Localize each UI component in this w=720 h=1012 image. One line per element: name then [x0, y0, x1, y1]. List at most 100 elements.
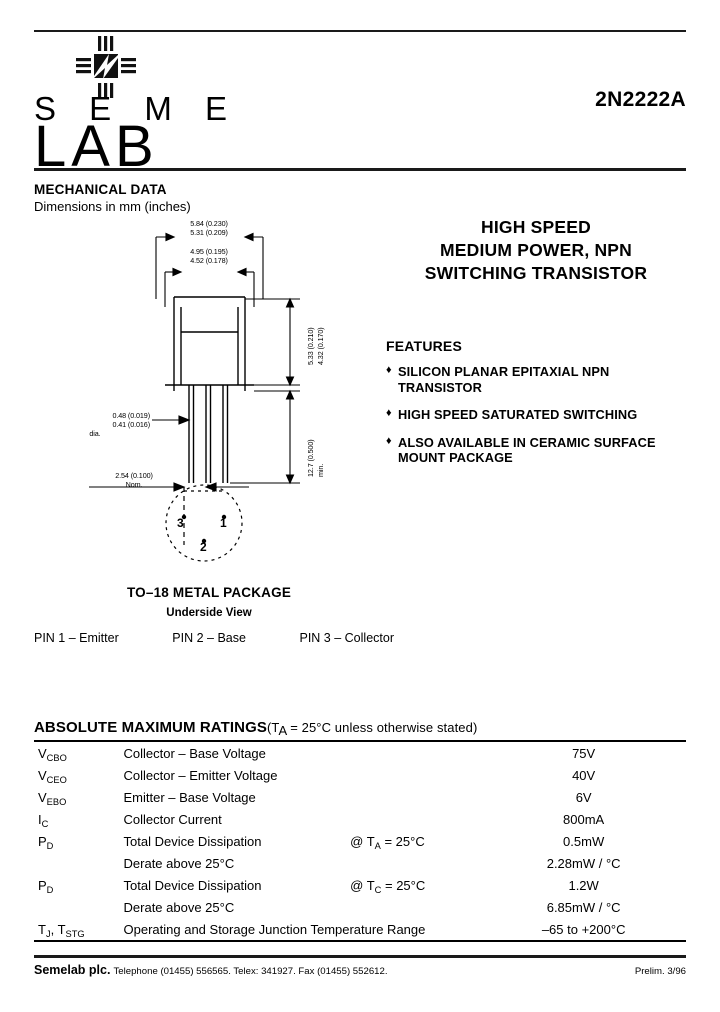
table-row: VEBO Emitter – Base Voltage 6V: [34, 786, 686, 808]
row-description: Collector Current: [123, 811, 222, 827]
table-row: PD Total Device Dissipation @ TA = 25°C …: [34, 830, 686, 852]
semelab-logo-mark-icon: [76, 36, 138, 98]
ratings-heading-cond-post: = 25°C unless otherwise stated): [286, 720, 478, 735]
dim-lead-dia-max: 0.48 (0.019): [112, 411, 150, 420]
package-label-block: TO–18 METAL PACKAGE Underside View: [34, 585, 384, 619]
ratings-table: VCBO Collector – Base Voltage 75V VCEO C…: [34, 740, 686, 942]
header-bottom-rule: [34, 168, 686, 171]
row-value: –65 to +200°C: [541, 921, 626, 937]
package-outline-drawing: 5.84 (0.230) 5.31 (0.209) 4.95 (0.195) 4…: [34, 215, 384, 585]
bullet-icon: ♦: [386, 434, 392, 447]
table-row: Derate above 25°C 6.85mW / °C: [34, 896, 686, 918]
ratings-heading-text: ABSOLUTE MAXIMUM RATINGS: [34, 719, 267, 736]
features-list: ♦ SILICON PLANAR EPITAXIAL NPN TRANSISTO…: [386, 364, 686, 478]
row-description: Emitter – Base Voltage: [123, 789, 256, 805]
row-condition: [350, 786, 481, 808]
pin-legend-item-1: PIN 1 – Emitter: [34, 631, 119, 645]
pin-legend: PIN 1 – Emitter PIN 2 – Base PIN 3 – Col…: [34, 631, 394, 645]
row-symbol: VEBO: [38, 789, 67, 807]
pin-legend-item-2: PIN 2 – Base: [172, 631, 246, 645]
row-value: 800mA: [563, 811, 605, 827]
row-description: Operating and Storage Junction Temperatu…: [123, 921, 426, 937]
table-row: Derate above 25°C 2.28mW / °C: [34, 852, 686, 874]
dim-body-height-min: 4.32 (0.170): [316, 327, 325, 365]
pin-number-2: 2: [200, 540, 207, 554]
row-description: Derate above 25°C: [123, 855, 235, 871]
logo-text-lab: LAB: [34, 114, 159, 179]
dim-lead-dia-min: 0.41 (0.016): [112, 420, 150, 429]
row-symbol: VCBO: [38, 745, 67, 763]
part-number: 2N2222A: [595, 88, 686, 111]
table-row: PD Total Device Dissipation @ TC = 25°C …: [34, 874, 686, 896]
feature-item: ♦ ALSO AVAILABLE IN CERAMIC SURFACE MOUN…: [386, 435, 686, 466]
row-condition: [350, 741, 481, 764]
footer-company: Semelab plc.: [34, 963, 111, 977]
package-leads: [188, 385, 229, 483]
package-title: TO–18 METAL PACKAGE: [126, 585, 292, 600]
table-row: IC Collector Current 800mA: [34, 808, 686, 830]
ratings-heading-cond-sub: A: [278, 723, 287, 738]
table-row: VCBO Collector – Base Voltage 75V: [34, 741, 686, 764]
table-row: VCEO Collector – Emitter Voltage 40V: [34, 764, 686, 786]
dim-lead-length: 12.7 (0.500): [306, 439, 315, 477]
row-condition: @ TA = 25°C: [350, 833, 425, 851]
row-symbol: VCEO: [38, 767, 67, 785]
row-symbol: [34, 896, 124, 918]
ratings-table-wrap: VCBO Collector – Base Voltage 75V VCEO C…: [34, 740, 686, 942]
header-top-rule: [34, 30, 686, 32]
pin-number-1: 1: [220, 516, 227, 530]
dim-lead-dia-note: dia.: [89, 429, 101, 438]
feature-text: HIGH SPEED SATURATED SWITCHING: [398, 407, 638, 422]
feature-text: ALSO AVAILABLE IN CERAMIC SURFACE MOUNT …: [398, 434, 656, 466]
dim-pin-spacing-note: Nom.: [125, 480, 143, 489]
row-value: 0.5mW: [563, 833, 605, 849]
product-title-line-2: MEDIUM POWER, NPN: [439, 240, 632, 260]
footer-contact: Semelab plc. Telephone (01455) 556565. T…: [34, 963, 388, 977]
row-value: 6.85mW / °C: [546, 899, 621, 915]
row-description: Collector – Base Voltage: [123, 745, 266, 761]
dim-body-inner-max: 4.95 (0.195): [190, 247, 228, 256]
row-symbol: IC: [38, 811, 49, 829]
row-value: 1.2W: [568, 877, 599, 893]
dim-body-width-max: 5.84 (0.230): [190, 219, 228, 228]
row-condition: [350, 896, 481, 918]
bullet-icon: ♦: [386, 364, 392, 376]
row-symbol: [34, 852, 124, 874]
pin-legend-item-3: PIN 3 – Collector: [299, 631, 394, 645]
row-condition: [350, 808, 481, 830]
dim-body-height-max: 5.33 (0.210): [306, 327, 315, 365]
row-symbol: TJ, TSTG: [38, 921, 85, 939]
ratings-heading: ABSOLUTE MAXIMUM RATINGS(TA = 25°C unles…: [34, 719, 478, 738]
dim-body-inner-min: 4.52 (0.178): [190, 256, 228, 265]
row-description: Collector – Emitter Voltage: [123, 767, 278, 783]
row-condition: @ TC = 25°C: [350, 877, 426, 895]
row-condition: [350, 764, 481, 786]
row-value: 2.28mW / °C: [546, 855, 621, 871]
package-view-label: Underside View: [166, 607, 252, 619]
footer-revision: Prelim. 3/96: [634, 966, 686, 977]
product-title-line-1: HIGH SPEED: [481, 217, 591, 237]
ratings-heading-cond-pre: (T: [266, 720, 279, 735]
mechanical-data-subheading: Dimensions in mm (inches): [34, 199, 191, 214]
row-description: Total Device Dissipation: [123, 833, 262, 849]
row-value: 40V: [572, 767, 596, 783]
dim-body-width-min: 5.31 (0.209): [190, 228, 228, 237]
bullet-icon: ♦: [386, 407, 392, 419]
to18-side-view-svg: [89, 232, 300, 562]
feature-item: ♦ HIGH SPEED SATURATED SWITCHING: [386, 407, 686, 423]
semelab-logo: S E M E LAB: [34, 34, 334, 176]
dim-pin-spacing: 2.54 (0.100): [115, 471, 153, 480]
logo-text-seme: S E M E: [34, 90, 240, 127]
footer-contact-details: Telephone (01455) 556565. Telex: 341927.…: [113, 966, 388, 977]
row-symbol: PD: [38, 833, 54, 851]
feature-text: SILICON PLANAR EPITAXIAL NPN TRANSISTOR: [398, 364, 610, 395]
row-description: Total Device Dissipation: [123, 877, 262, 893]
feature-item: ♦ SILICON PLANAR EPITAXIAL NPN TRANSISTO…: [386, 364, 686, 395]
dim-lead-length-note: min.: [316, 463, 325, 477]
row-value: 6V: [575, 789, 592, 805]
pin-number-3: 3: [177, 516, 184, 530]
product-title-line-3: SWITCHING TRANSISTOR: [424, 263, 648, 283]
features-heading: FEATURES: [386, 338, 463, 354]
footer-rule: [34, 955, 686, 958]
